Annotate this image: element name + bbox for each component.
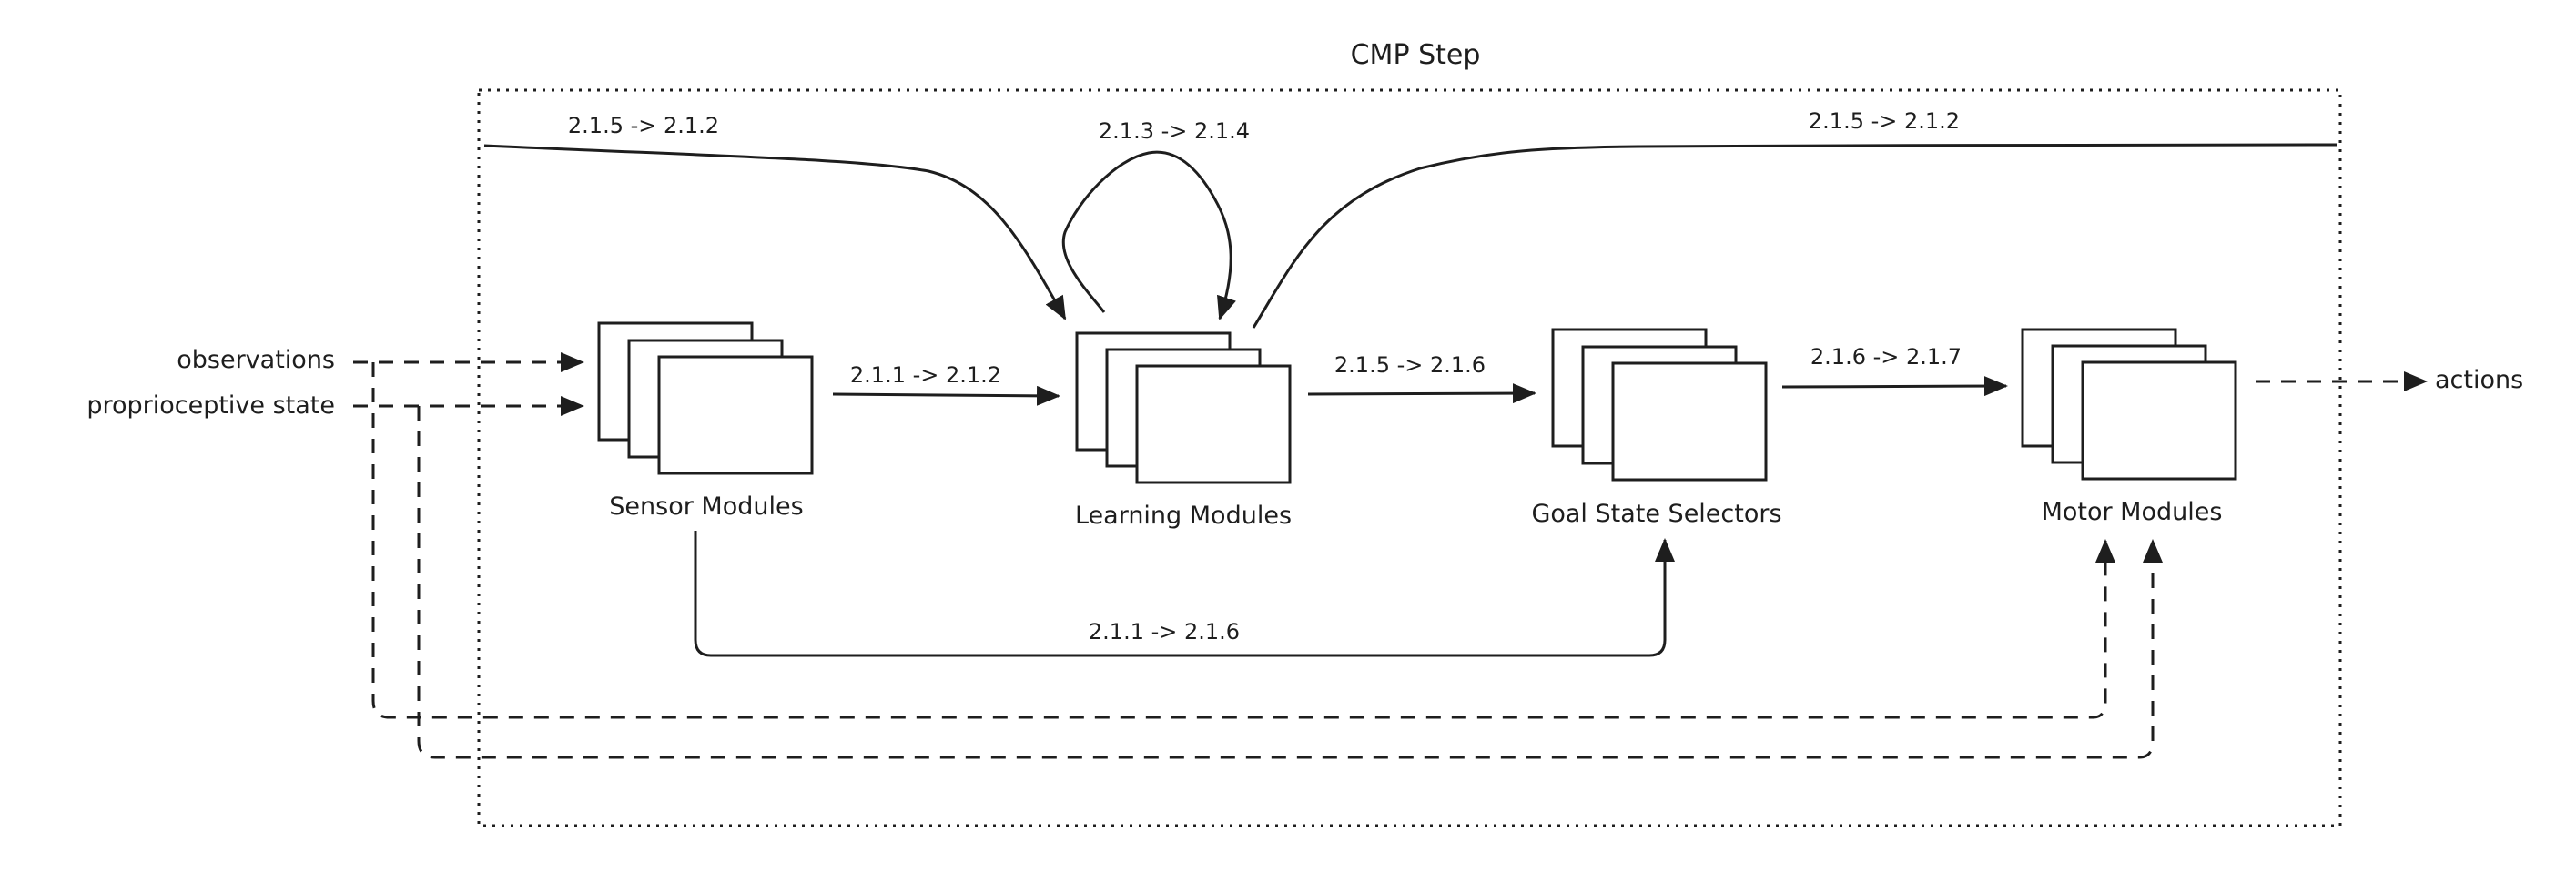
proprioceptive-to-motor-arrow <box>417 406 2163 759</box>
learning-to-goal-label: 2.1.5 -> 2.1.6 <box>1334 352 1486 378</box>
learning-modules-label: Learning Modules <box>1075 502 1292 530</box>
sensor-modules-label: Sensor Modules <box>609 492 803 521</box>
top-left-feedback-label: 2.1.5 -> 2.1.2 <box>568 113 719 138</box>
sensor-modules <box>597 321 814 475</box>
diagram-title: CMP Step <box>1351 39 1481 71</box>
learning-modules <box>1075 331 1292 484</box>
observations-label: observations <box>177 346 335 374</box>
top-left-feedback-arrow <box>483 144 1067 320</box>
goal-to-motor-arrow <box>1781 376 2008 397</box>
proprioceptive-state-label: proprioceptive state <box>86 391 335 420</box>
goal-state-selectors-label: Goal State Selectors <box>1531 500 1781 528</box>
learning-self-loop-arrow <box>1061 150 1236 320</box>
motor-modules <box>2021 328 2237 481</box>
cmp-step-frame <box>477 88 2342 827</box>
actions-label: actions <box>2435 366 2523 394</box>
sensor-to-learning-label: 2.1.1 -> 2.1.2 <box>850 362 1001 388</box>
goal-to-motor-label: 2.1.6 -> 2.1.7 <box>1810 344 1962 370</box>
sensor-to-goal-label: 2.1.1 -> 2.1.6 <box>1089 619 1240 644</box>
top-right-feedback-label: 2.1.5 -> 2.1.2 <box>1809 108 1960 134</box>
top-right-feedback-arrow <box>1252 143 2338 329</box>
sensor-to-learning-arrow <box>832 385 1060 406</box>
sensor-to-goal-arrow <box>694 531 1675 657</box>
observations-to-motor-arrow <box>371 362 2115 719</box>
learning-to-goal-arrow <box>1307 383 1536 404</box>
motor-modules-label: Motor Modules <box>2042 498 2223 526</box>
goal-state-selectors <box>1551 328 1768 482</box>
learning-self-loop-label: 2.1.3 -> 2.1.4 <box>1099 118 1250 144</box>
